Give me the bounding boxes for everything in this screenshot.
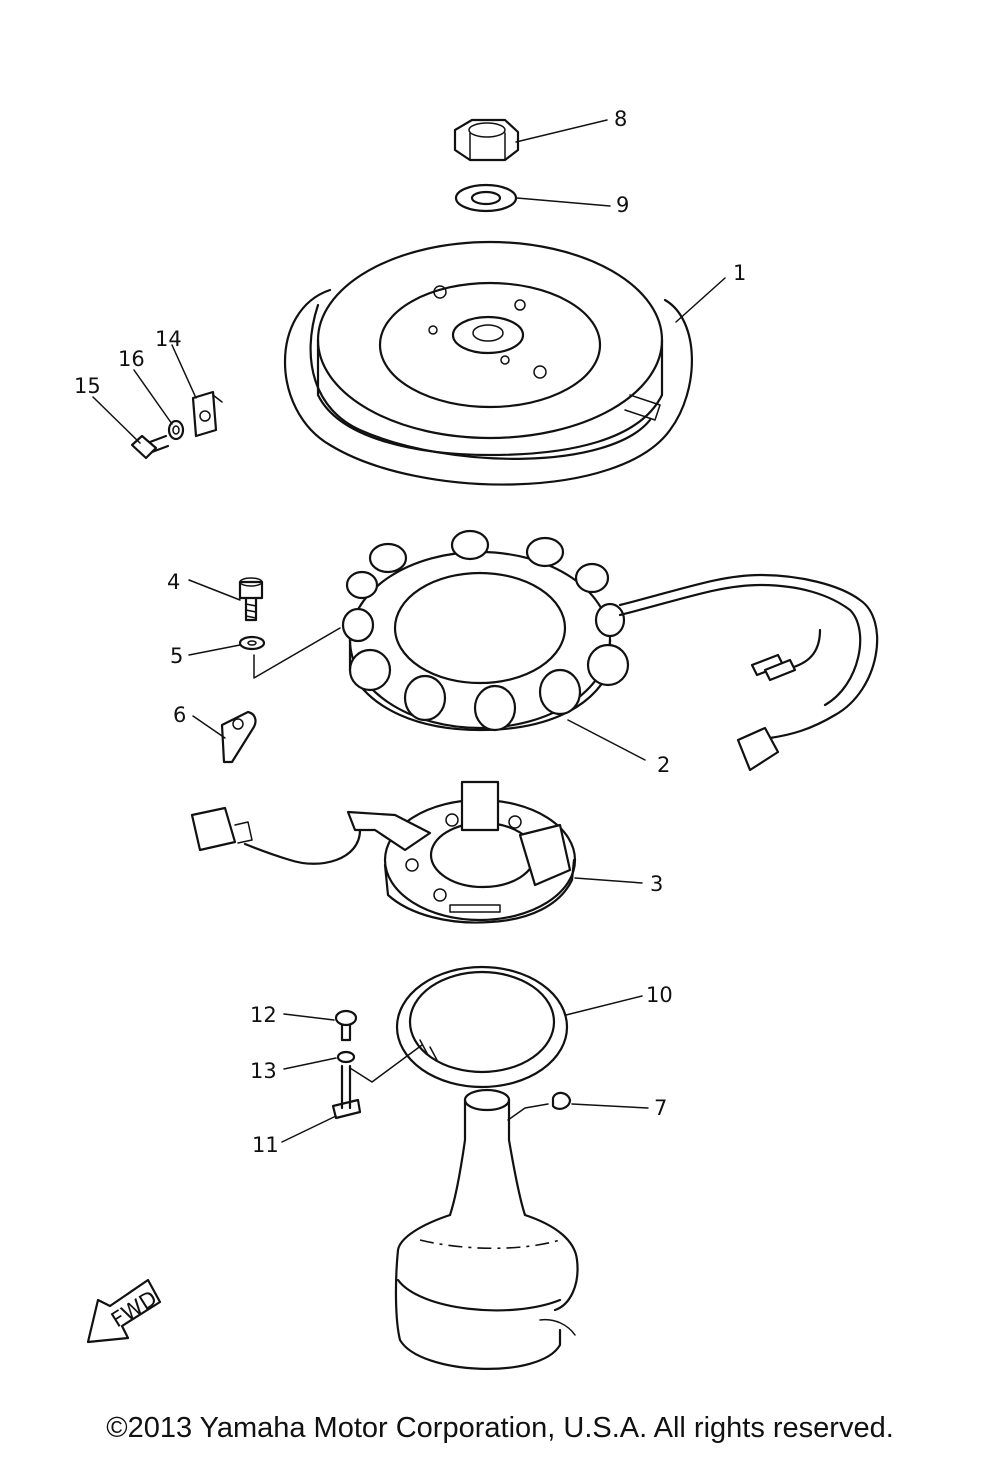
callout-9: 9: [616, 193, 629, 217]
callout-12: 12: [250, 1003, 277, 1027]
part-11-clip[interactable]: [331, 1064, 362, 1120]
callout-labels: 1 2 3 4 5 6 7 8 9 10 11 12 13 14 15 16: [74, 107, 746, 1157]
part-15-bolt[interactable]: [130, 434, 170, 460]
callout-11: 11: [252, 1133, 279, 1157]
callout-10: 10: [646, 983, 673, 1007]
part-5-washer[interactable]: [238, 635, 266, 651]
copyright-notice: ©2013 Yamaha Motor Corporation, U.S.A. A…: [106, 1412, 894, 1444]
callout-14: 14: [155, 327, 182, 351]
callout-1: 1: [733, 261, 746, 285]
callout-16: 16: [118, 347, 145, 371]
part-14-plate[interactable]: [191, 390, 223, 438]
part-2-stator[interactable]: [341, 529, 879, 772]
callout-2: 2: [657, 753, 670, 777]
part-10-ring[interactable]: [395, 965, 569, 1089]
callout-8: 8: [614, 107, 627, 131]
part-9-washer[interactable]: [454, 183, 518, 213]
callout-7: 7: [654, 1096, 667, 1120]
part-8-nut[interactable]: [453, 118, 520, 162]
part-13-washer[interactable]: [336, 1050, 356, 1064]
parts-diagram: FWD 1 2 3 4 5 6 7 8 9 10 11 12 13 14 15 …: [74, 107, 879, 1370]
part-1-flywheel[interactable]: [283, 240, 693, 486]
part-3-pulser-coil[interactable]: [190, 780, 577, 924]
callout-6: 6: [173, 703, 186, 727]
callout-5: 5: [170, 644, 183, 668]
part-12-screw[interactable]: [334, 1009, 358, 1042]
exploded-view-svg: FWD 1 2 3 4 5 6 7 8 9 10 11 12 13 14 15 …: [74, 107, 879, 1370]
part-4-bolt[interactable]: [238, 577, 264, 622]
callout-13: 13: [250, 1059, 277, 1083]
part-7-key[interactable]: [551, 1091, 572, 1110]
callout-3: 3: [650, 872, 663, 896]
callout-4: 4: [167, 570, 180, 594]
part-6-plate[interactable]: [220, 710, 257, 764]
leader-lines: [92, 119, 726, 1143]
fwd-label: FWD: [107, 1286, 161, 1332]
callout-15: 15: [74, 374, 101, 398]
part-16-washer[interactable]: [167, 419, 185, 441]
crankshaft: [394, 1088, 579, 1370]
fwd-arrow: FWD: [86, 1278, 161, 1344]
